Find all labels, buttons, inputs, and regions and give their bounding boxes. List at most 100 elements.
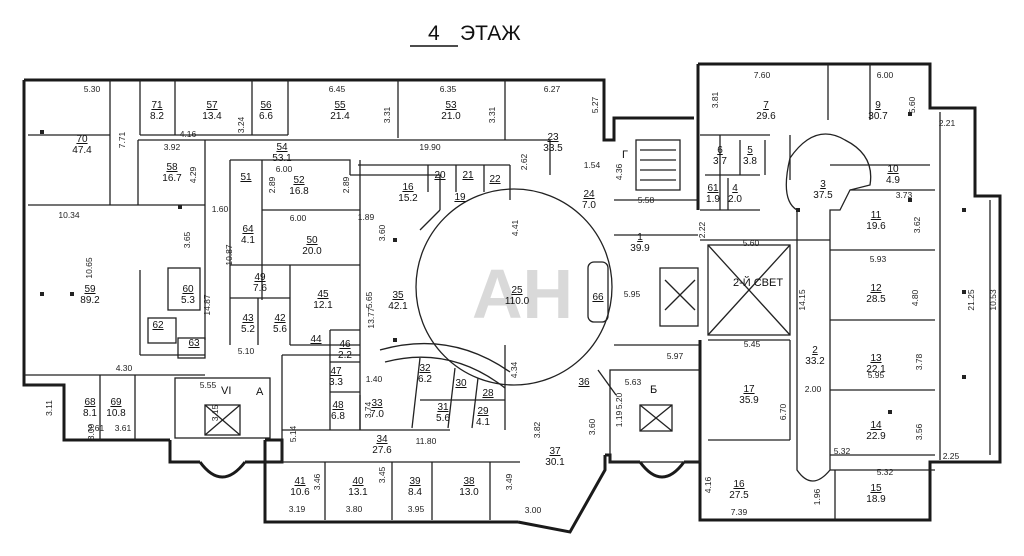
room-number: 15 <box>870 483 882 494</box>
room-area: 42.1 <box>388 301 408 312</box>
dimension-label: 13.77 <box>366 307 376 329</box>
dimension-label: 19.90 <box>419 142 441 152</box>
room-area: 19.6 <box>866 221 886 232</box>
dimension-label: 5.30 <box>84 84 101 94</box>
floor-title: ЭТАЖ <box>460 22 521 45</box>
room-area: 8.4 <box>408 487 422 498</box>
dimension-label: 2.00 <box>805 384 822 394</box>
room-area: 27.6 <box>372 445 392 456</box>
dimension-label: 1.96 <box>812 488 822 505</box>
dimension-label: 10.53 <box>988 289 998 311</box>
dimension-label: 6.35 <box>440 84 457 94</box>
dimension-label: 3.61 <box>115 423 132 433</box>
room-number: 39 <box>409 476 421 487</box>
room-number: 12 <box>870 283 882 294</box>
dimension-label: 4.16 <box>703 476 713 493</box>
dimension-label: 3.49 <box>504 473 514 490</box>
dimension-label: 3.78 <box>914 353 924 370</box>
room-area: 28.5 <box>866 294 886 305</box>
room-number: 48 <box>332 400 344 411</box>
room-area: 27.5 <box>729 490 749 501</box>
dimension-label: 2.22 <box>697 221 707 238</box>
room-area: 33.2 <box>805 356 825 367</box>
room-number: 34 <box>376 434 388 445</box>
dimension-label: 2.61 <box>88 423 105 433</box>
room-number: 59 <box>84 284 96 295</box>
room-area: 13.1 <box>348 487 368 498</box>
room-area: 13.4 <box>202 111 222 122</box>
dimension-label: 11.80 <box>416 436 437 446</box>
room-number: 55 <box>334 100 346 111</box>
dimension-label: 6.00 <box>877 70 894 80</box>
rotunda <box>379 188 617 430</box>
room-number: 2 <box>812 345 818 356</box>
room-number: 37 <box>549 446 561 457</box>
dimension-label: 7.60 <box>754 70 771 80</box>
dimension-label: 5.10 <box>238 346 255 356</box>
room-area: 30.1 <box>545 457 565 468</box>
room-area: 15.2 <box>398 193 418 204</box>
south-row-partitions <box>265 440 520 520</box>
dimension-label: 3.31 <box>487 106 497 123</box>
room-area: 5.2 <box>241 324 255 335</box>
room-number: 70 <box>76 134 88 145</box>
room-number: 71 <box>151 100 163 111</box>
room-area: 2.2 <box>338 350 352 361</box>
room-number: 50 <box>306 235 318 246</box>
room-number: 16 <box>402 182 414 193</box>
dimension-label: 2.89 <box>267 176 277 193</box>
room-number: 56 <box>260 100 272 111</box>
room-area: 8.1 <box>83 408 97 419</box>
room-area: 16.7 <box>162 173 182 184</box>
room-area: 1.9 <box>706 194 720 205</box>
room-number: 62 <box>152 320 164 331</box>
room-area: 35.9 <box>739 395 759 406</box>
room-area: 21.4 <box>330 111 350 122</box>
room-area: 7.6 <box>253 283 267 294</box>
room-number: 47 <box>330 366 342 377</box>
dimension-label: 3.24 <box>236 116 246 133</box>
room-number: 19 <box>454 192 466 203</box>
room-number: 13 <box>870 353 882 364</box>
dimension-label: 2.21 <box>939 118 956 128</box>
room-number: 43 <box>242 313 254 324</box>
stair-b-label: Б <box>650 384 657 396</box>
room-number: 36 <box>578 377 590 388</box>
room-number: 53 <box>445 100 457 111</box>
dimension-label: 5.95 <box>868 370 885 380</box>
room-number: 6 <box>717 145 723 156</box>
room-area: 7.0 <box>582 200 596 211</box>
room-area: 4.9 <box>886 175 900 186</box>
dimension-label: 4.36 <box>614 163 624 180</box>
room-number: 69 <box>110 397 122 408</box>
center-east-partitions <box>609 64 830 463</box>
dimension-label: 3.62 <box>912 216 922 233</box>
dimension-label: 3.45 <box>377 466 387 483</box>
room-number: 16 <box>733 479 745 490</box>
room-number: 61 <box>707 183 719 194</box>
dimension-label: 3.00 <box>86 423 96 440</box>
dimension-label: 2.62 <box>519 153 529 170</box>
room-area: 30.7 <box>868 111 888 122</box>
room-area: 5.6 <box>436 413 450 424</box>
room-number: 24 <box>583 189 595 200</box>
room-area: 110.0 <box>505 296 530 307</box>
room-number: 54 <box>276 142 288 153</box>
dimension-label: 5.93 <box>870 254 887 264</box>
dimension-label: 5.32 <box>834 446 851 456</box>
room-number: 58 <box>166 162 178 173</box>
room-area: 16.8 <box>289 186 309 197</box>
room-number: 60 <box>182 284 194 295</box>
room-number: 68 <box>84 397 96 408</box>
dimension-label: 1.40 <box>366 374 383 384</box>
dimension-label: 5.60 <box>907 96 917 113</box>
dimension-label: 5.63 <box>625 377 642 387</box>
dimension-label: 3.92 <box>164 142 181 152</box>
stair-vi-label: VI <box>221 385 231 397</box>
room-number: 57 <box>206 100 218 111</box>
room-number: 63 <box>188 338 200 349</box>
west-block-partitions <box>24 267 271 440</box>
room-area: 29.6 <box>756 111 776 122</box>
room-number: 49 <box>254 272 266 283</box>
dimension-label: 10.65 <box>84 257 94 279</box>
